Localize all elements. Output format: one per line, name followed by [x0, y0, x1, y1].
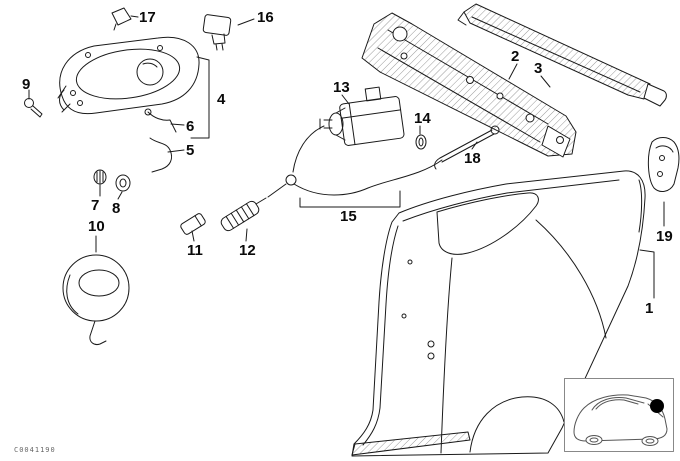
part-label-13[interactable]: 13 [333, 79, 350, 96]
part-12-sleeve-art [220, 197, 267, 232]
part-label-3[interactable]: 3 [534, 60, 543, 77]
part-label-19[interactable]: 19 [656, 228, 673, 245]
part-label-1[interactable]: 1 [645, 300, 654, 317]
leader-lines [28, 15, 665, 299]
part-10-rubber-boot-art [62, 254, 130, 345]
part-label-4[interactable]: 4 [217, 91, 226, 108]
part-label-15[interactable]: 15 [340, 208, 357, 225]
part-label-11[interactable]: 11 [187, 242, 203, 259]
part-label-17[interactable]: 17 [139, 9, 156, 26]
part-9-rivet-art [24, 98, 43, 118]
part-label-2[interactable]: 2 [511, 48, 520, 65]
part-label-18[interactable]: 18 [464, 150, 481, 167]
part-15-release-cable-art [267, 125, 443, 198]
part-1-quarter-panel-art [351, 170, 646, 457]
part-16-lock-actuator-art [202, 14, 232, 51]
part-label-8[interactable]: 8 [112, 200, 121, 217]
part-2-tail-panel-art [361, 12, 577, 158]
part-label-16[interactable]: 16 [257, 9, 274, 26]
part-19-bracket-art [647, 137, 680, 192]
part-6-lever-art [144, 108, 177, 133]
part-label-9[interactable]: 9 [22, 76, 31, 93]
part-8-grommet-art [115, 174, 131, 192]
part-5-spring-wire-art [149, 137, 173, 173]
part-14-clip-art [415, 134, 427, 150]
location-thumbnail [564, 378, 674, 452]
part-13-actuator-motor-art [319, 86, 405, 146]
part-label-7[interactable]: 7 [91, 197, 100, 214]
part-label-12[interactable]: 12 [239, 242, 256, 259]
part-11-pin-art [180, 213, 206, 235]
part-3-trim-strip-art [457, 3, 667, 107]
part-label-6[interactable]: 6 [186, 118, 195, 135]
part-4-flap-assembly-art [57, 36, 200, 115]
diagram-code: C0041190 [14, 446, 56, 454]
part-label-14[interactable]: 14 [414, 110, 431, 127]
part-17-cap-art [111, 7, 132, 31]
location-marker [650, 399, 664, 413]
part-label-5[interactable]: 5 [186, 142, 195, 159]
part-7-grommet-art [93, 169, 107, 185]
part-label-10[interactable]: 10 [88, 218, 105, 235]
